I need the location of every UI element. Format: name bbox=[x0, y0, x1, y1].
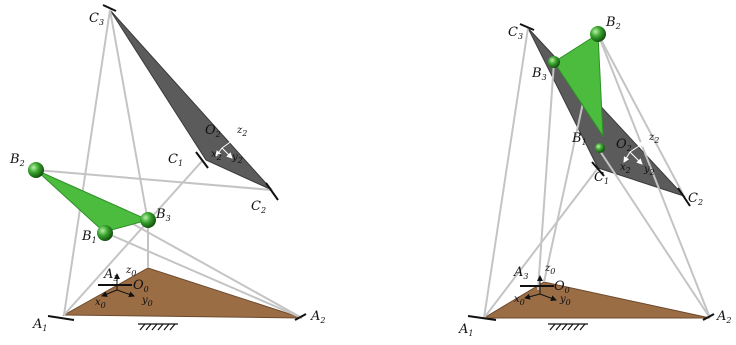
right-label-c1: C1 bbox=[594, 170, 609, 186]
right-label-y2: y2 bbox=[643, 164, 655, 177]
left-label-c1: C1 bbox=[168, 152, 183, 168]
right-base-frame-axes bbox=[524, 275, 557, 302]
right-label-z0: z0 bbox=[544, 263, 555, 276]
right-label-a2: A2 bbox=[716, 309, 731, 325]
left-label-c3: C3 bbox=[89, 11, 104, 27]
right-joint-ticks bbox=[467, 23, 715, 321]
left-b-triangle bbox=[35, 169, 150, 233]
right-label-b2: B2 bbox=[605, 15, 621, 31]
left-label-x2: x2 bbox=[211, 149, 222, 162]
left-label-b2: B2 bbox=[9, 152, 25, 168]
right-label-c2: C2 bbox=[688, 191, 703, 207]
right-label-c3: C3 bbox=[508, 25, 523, 41]
right-sphere-b1 bbox=[595, 143, 605, 153]
left-label-x0: x0 bbox=[95, 297, 106, 310]
left-label-a1: A1 bbox=[32, 317, 47, 333]
right-moving-frame-axes bbox=[623, 141, 646, 165]
left-label-z0: z0 bbox=[125, 265, 136, 278]
right-sphere-b3 bbox=[548, 56, 560, 68]
left-sphere-b1 bbox=[97, 225, 113, 241]
right-label-x0: x0 bbox=[514, 294, 525, 307]
left-label-a2: A2 bbox=[310, 309, 325, 325]
left-joint-ticks bbox=[47, 4, 307, 321]
left-label-z2: z2 bbox=[236, 125, 247, 138]
right-label-o2: O2 bbox=[616, 137, 632, 153]
left-sphere-b2 bbox=[28, 162, 44, 178]
right-label-z2: z2 bbox=[648, 132, 659, 145]
left-label-y2: y2 bbox=[231, 152, 243, 165]
left-base-frame-axes bbox=[101, 273, 135, 298]
right-label-b3: B3 bbox=[531, 66, 547, 82]
left-label-c2: C2 bbox=[251, 199, 266, 215]
left-diagram: C3 C1 C2 B2 B1 B3 A1 A2 A3 O0 z0 x0 y0 O… bbox=[9, 4, 325, 333]
right-label-y0: y0 bbox=[559, 294, 571, 307]
right-label-x2: x2 bbox=[620, 162, 631, 175]
right-label-o0: O0 bbox=[554, 279, 570, 295]
right-sphere-b2 bbox=[590, 26, 606, 42]
left-sphere-b3 bbox=[140, 212, 156, 228]
left-moving-frame-axes bbox=[215, 137, 237, 159]
left-label-o2: O2 bbox=[205, 123, 221, 139]
left-label-y0: y0 bbox=[141, 295, 153, 308]
left-ground-hatch bbox=[138, 323, 178, 331]
right-label-a3: A3 bbox=[513, 265, 528, 281]
left-label-b1: B1 bbox=[81, 229, 97, 245]
left-moving-platform bbox=[109, 9, 273, 191]
right-b-triangle bbox=[553, 33, 604, 138]
right-ground-hatch bbox=[548, 323, 588, 331]
right-diagram: C3 B2 B3 B1 C1 C2 A1 A2 A3 O0 z0 x0 y0 O… bbox=[458, 15, 731, 338]
right-label-b1: B1 bbox=[571, 131, 587, 147]
left-label-o0: O0 bbox=[133, 278, 149, 294]
right-label-a1: A1 bbox=[458, 322, 473, 338]
left-label-a3: A3 bbox=[103, 267, 118, 283]
left-label-b3: B3 bbox=[155, 207, 171, 223]
